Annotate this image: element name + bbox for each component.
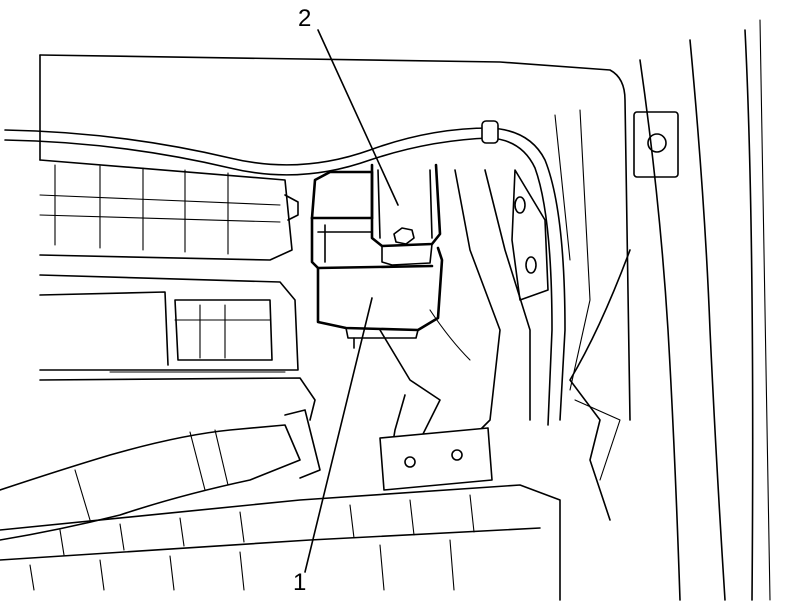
dash-panel-outline [39,54,631,421]
wiring-harness [4,120,566,426]
bracket-bolt [393,227,415,245]
lower-tray [0,484,561,601]
hvac-housing [39,159,316,421]
relay-module [310,170,444,349]
relay-bracket [370,163,442,266]
callout-label-1: 1 [293,569,306,596]
right-pillar [569,19,771,601]
harness-clip [481,120,499,144]
air-duct-hose [0,409,321,541]
callout-leaders [304,29,399,573]
callout-label-2: 2 [298,5,311,32]
leader-line-1 [304,297,373,573]
leader-line-2 [317,29,399,206]
mounting-plate [379,427,493,491]
center-bracket [379,169,549,461]
